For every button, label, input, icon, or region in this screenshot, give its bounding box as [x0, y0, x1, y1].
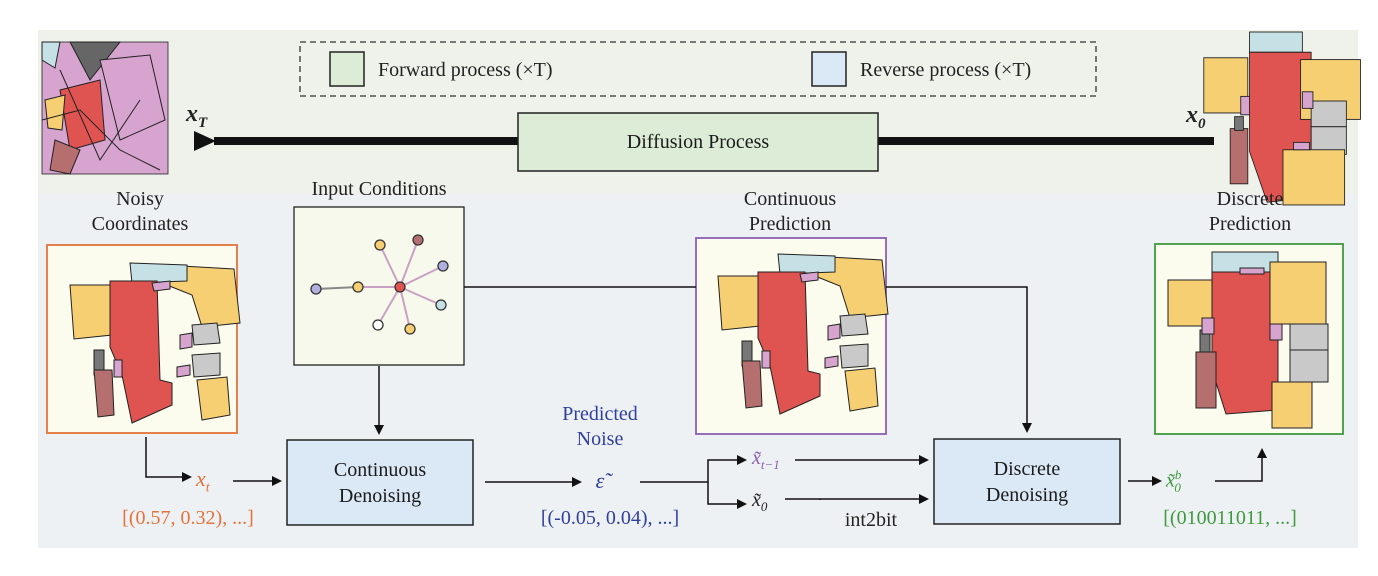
diffusion-process-label: Diffusion Process — [626, 131, 770, 153]
input-graph — [315, 239, 444, 330]
x0-bit-label: x̃b0 — [1166, 467, 1182, 495]
legend-reverse-label: Reverse process (×T) — [860, 59, 1032, 81]
flow-connectors — [145, 286, 1267, 509]
x-tm1-label: x̃t−1 — [752, 447, 780, 472]
x-t-label: xt — [196, 466, 210, 496]
x0-bit-values: [(010011011, ...] — [1163, 507, 1297, 529]
legend-reverse-swatch — [811, 51, 847, 87]
input-graph-nodes — [310, 234, 449, 335]
epsilon-label: ε̃ — [595, 468, 605, 493]
legend-forward-swatch — [329, 51, 365, 87]
input-conditions-title: Input Conditions — [311, 178, 447, 200]
x0-tilde-label: x̃0 — [752, 489, 768, 514]
legend-forward-label: Forward process (×T) — [378, 59, 553, 81]
noisy-layout-thumb — [41, 41, 169, 175]
continuous-denoising-box — [286, 439, 474, 526]
x-t-values: [(0.57, 0.32), ...] — [122, 507, 254, 529]
epsilon-values: [(-0.05, 0.04), ...] — [540, 507, 680, 529]
ground-truth-layout-thumb — [1203, 31, 1361, 206]
diffusion-process-box — [517, 112, 879, 172]
legend-frame — [299, 41, 1097, 97]
discrete-denoising-box — [933, 438, 1121, 525]
int2bit-label: int2bit — [844, 509, 898, 531]
discrete-floorplan — [1167, 251, 1329, 429]
x-0-label: x0 — [1186, 102, 1206, 132]
x-T-label: xT — [186, 101, 208, 131]
